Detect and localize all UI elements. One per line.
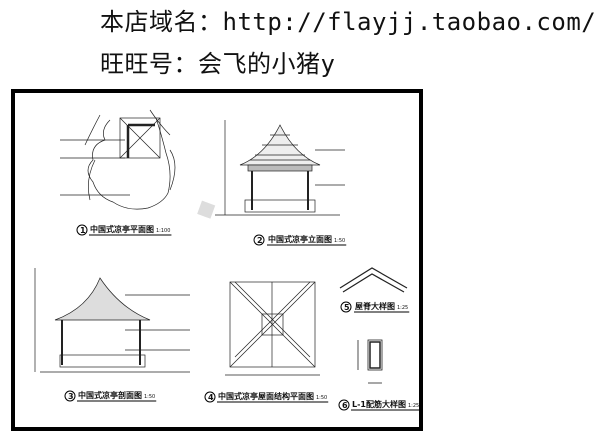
view-scale: 1:50 — [334, 238, 345, 244]
view-4-label: 4 中国式凉亭屋面结构平面图 1:50 — [204, 391, 329, 403]
plan-view-drawing — [60, 109, 176, 210]
sheet-frame — [11, 89, 423, 431]
view-title: 中国式凉亭屋面结构平面图 — [218, 391, 314, 401]
view-6-label: 6 L-1配筋大样图 1:25 — [338, 399, 421, 411]
elevation-view-drawing — [215, 120, 345, 216]
view-number: 2 — [257, 236, 263, 245]
ridge-detail-drawing — [339, 267, 408, 293]
view-title: 中国式凉亭剖面图 — [78, 390, 142, 400]
roof-plan-drawing — [225, 281, 320, 376]
view-number: 3 — [68, 392, 74, 401]
view-1-label: 1 中国式凉亭平面图 1:100 — [76, 224, 172, 236]
view-scale: 1:25 — [397, 305, 408, 311]
view-title: 屋脊大样图 — [355, 301, 395, 311]
view-3-label: 3 中国式凉亭剖面图 1:50 — [64, 390, 157, 402]
view-number: 1 — [80, 226, 86, 235]
shop-domain-text: 本店域名：http://flayjj.taobao.com/ — [100, 8, 597, 36]
view-number: 6 — [342, 401, 348, 410]
view-title: L-1配筋大样图 — [352, 399, 406, 409]
view-scale: 1:50 — [144, 394, 155, 400]
view-number: 5 — [344, 303, 350, 312]
section-view-drawing — [34, 268, 190, 373]
view-number: 4 — [208, 393, 214, 402]
beam-reinforcement-drawing — [357, 339, 383, 384]
view-scale: 1:100 — [156, 228, 170, 234]
wangwang-id-text: 旺旺号：会飞的小猪y — [100, 50, 336, 78]
view-scale: 1:25 — [408, 403, 419, 409]
view-title: 中国式凉亭立面图 — [268, 234, 332, 244]
view-title: 中国式凉亭平面图 — [90, 224, 154, 234]
view-scale: 1:50 — [316, 395, 327, 401]
view-2-label: 2 中国式凉亭立面图 1:50 — [253, 234, 347, 246]
view-5-label: 5 屋脊大样图 1:25 — [340, 301, 410, 313]
